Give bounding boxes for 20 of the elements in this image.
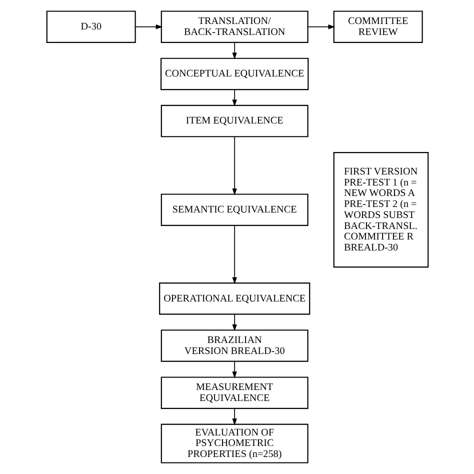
arrow — [134, 24, 162, 30]
node-box: BRAZILIAN VERSION BREALD-30 — [160, 330, 308, 362]
arrow — [232, 42, 236, 60]
arrow — [232, 408, 236, 426]
node-box: FIRST VERSION PRE-TEST 1 (n = NEW WORDS A PRE-TEST 2 (n = WORDS SUBST BACK-TRANSL. COMMITTEE R BREALD-30 — [332, 152, 428, 268]
node-box: SEMANTIC EQUIVALENCE — [160, 194, 308, 226]
node-box: OPERATIONAL EQUIVALENCE — [158, 282, 310, 315]
node-box: CONCEPTUAL EQUIVALENCE — [160, 58, 308, 90]
arrow — [232, 314, 236, 332]
arrow — [232, 89, 236, 106]
arrow — [232, 360, 236, 378]
node-box: COMMITTEE REVIEW — [332, 10, 422, 43]
arrow — [232, 225, 236, 284]
arrow — [232, 136, 236, 196]
node-box: EVALUATION OF PSYCHOMETRIC PROPERTIES (n=258) — [160, 424, 308, 464]
node-box: ITEM EQUIVALENCE — [160, 104, 308, 138]
node-box: TRANSLATION/ BACK-TRANSLATION — [160, 10, 308, 43]
arrow — [307, 24, 335, 30]
node-box: MEASUREMENT EQUIVALENCE — [160, 376, 308, 409]
node-box: D-30 — [46, 10, 136, 43]
